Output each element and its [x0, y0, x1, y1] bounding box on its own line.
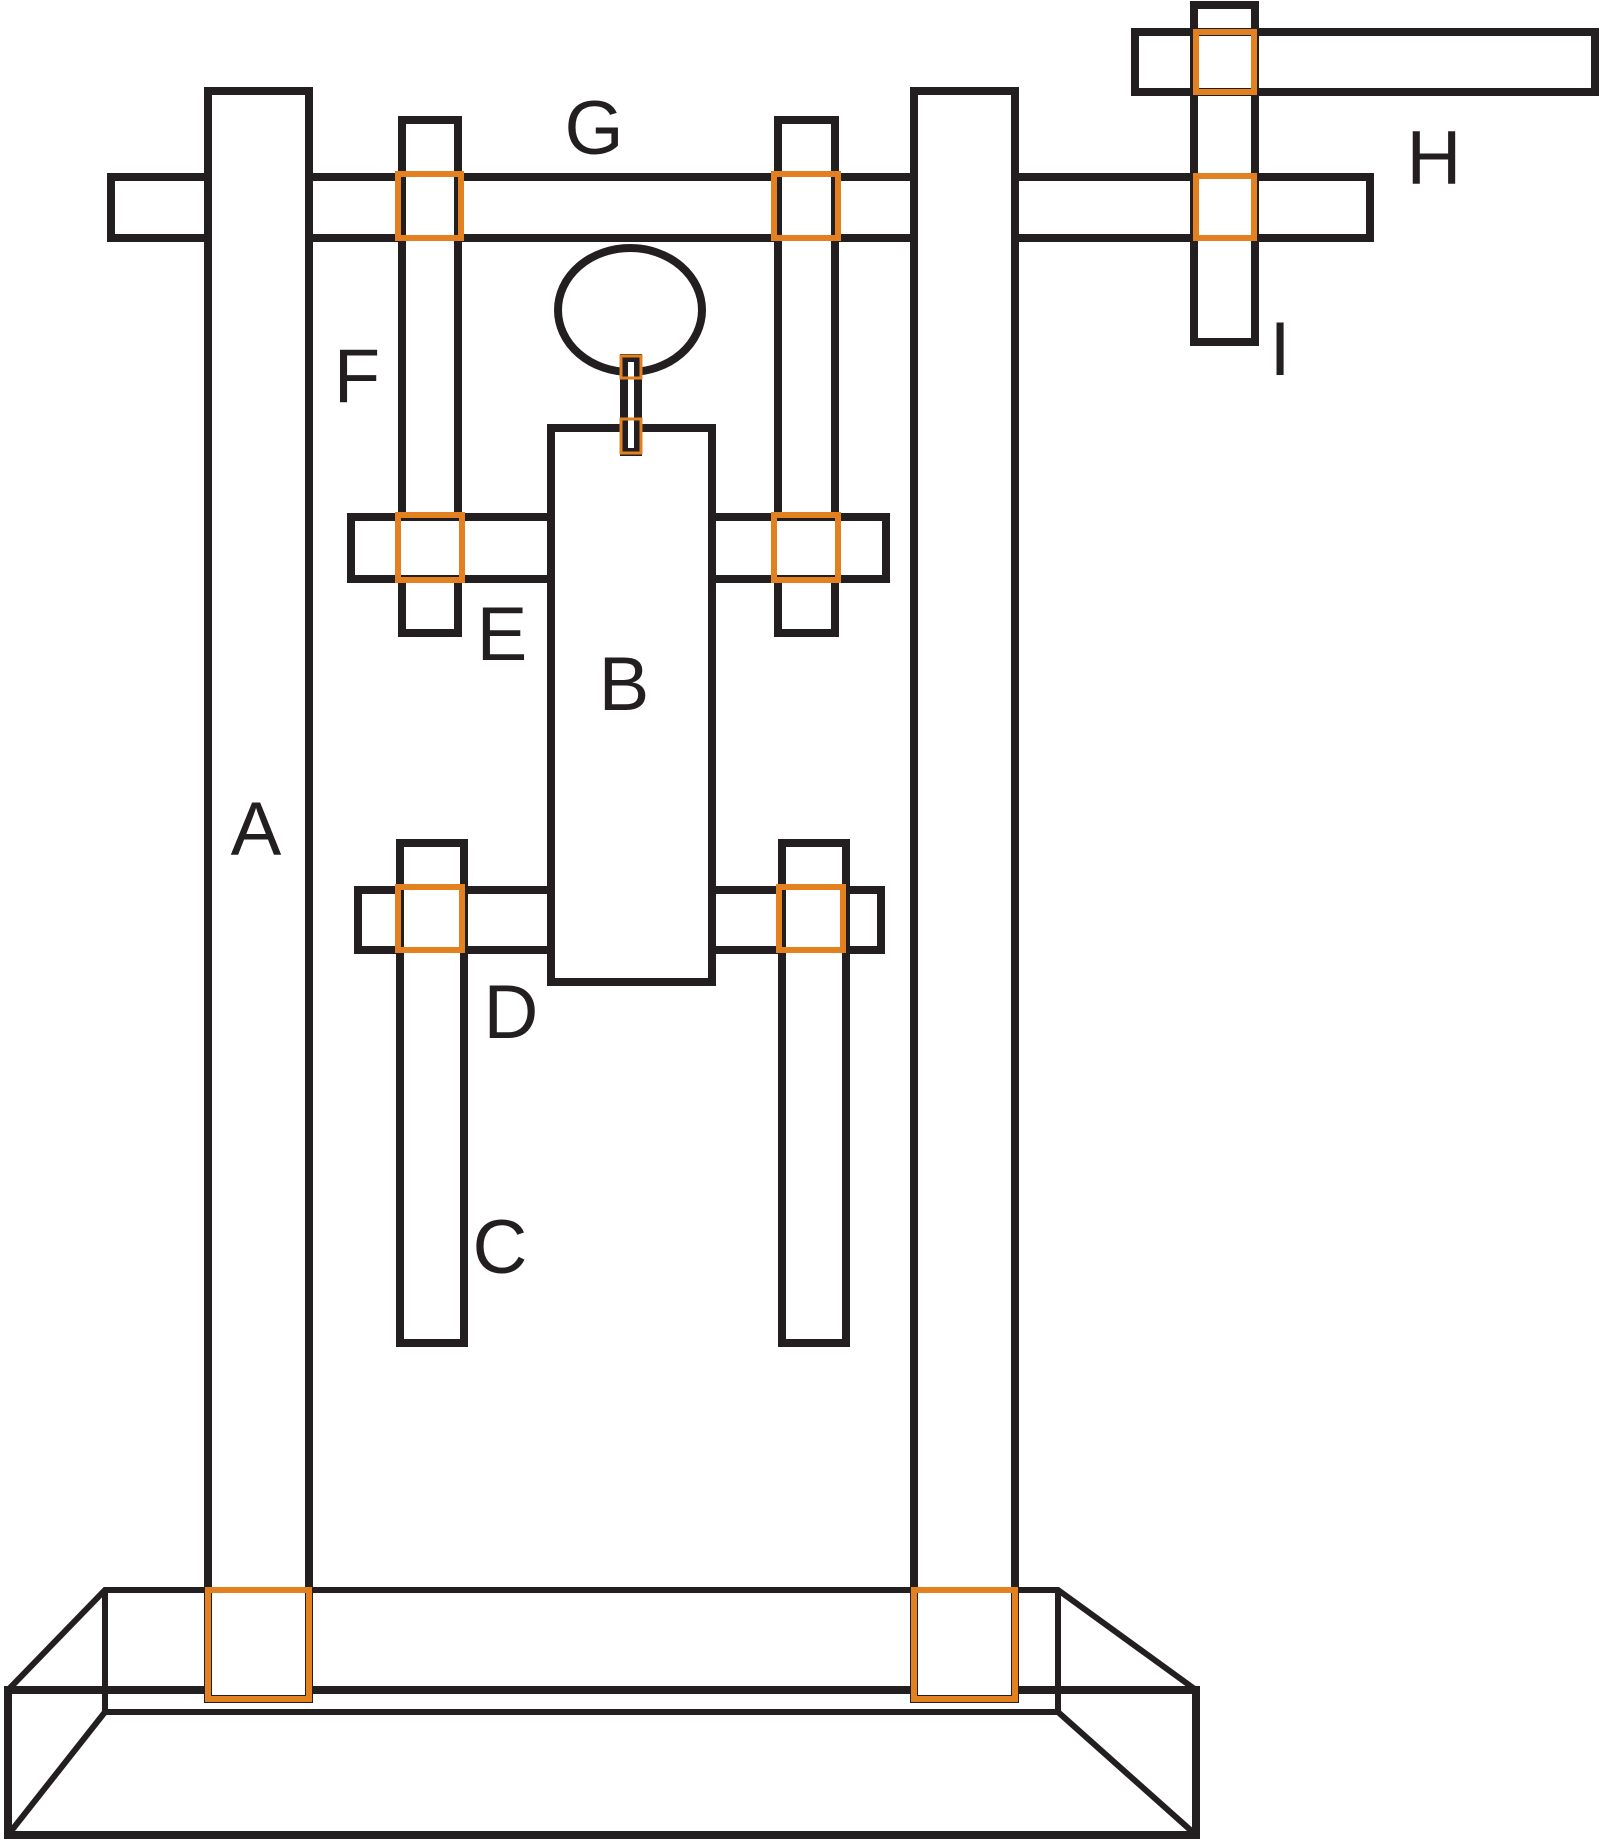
base-inner-bottom-edge	[5, 1709, 1198, 1838]
label-i: I	[1269, 307, 1290, 392]
base	[4, 1587, 1200, 1839]
label-h: H	[1407, 116, 1462, 201]
joint-e-left	[395, 512, 465, 583]
label-c: C	[473, 1205, 528, 1290]
label-f: F	[334, 334, 380, 419]
bar-h	[1131, 28, 1599, 96]
post-a-left	[204, 87, 313, 1703]
joint-base-right	[911, 1587, 1018, 1702]
joint-d-left	[395, 884, 465, 953]
joint-g-f-left	[395, 171, 464, 241]
post-a-right	[910, 87, 1019, 1703]
joint-base-left	[205, 1587, 312, 1702]
label-d: D	[484, 970, 539, 1055]
label-a: A	[231, 787, 282, 872]
neck	[620, 354, 642, 456]
label-g: G	[564, 86, 623, 171]
joint-h-i	[1193, 29, 1257, 95]
leg-c-right	[778, 839, 850, 1347]
label-e: E	[477, 592, 528, 677]
label-b: B	[599, 642, 650, 727]
body-b	[547, 424, 716, 986]
joint-neck-bottom	[619, 417, 643, 455]
crossbar-g	[107, 173, 1374, 242]
joint-neck-top	[619, 354, 643, 380]
joint-e-right	[771, 512, 841, 583]
joint-g-i	[1193, 173, 1257, 241]
head	[554, 244, 706, 376]
joint-g-f-right	[771, 171, 841, 241]
base-top-edge	[5, 1587, 1198, 1693]
joint-d-right	[776, 884, 846, 953]
leg-c-left	[396, 839, 468, 1347]
